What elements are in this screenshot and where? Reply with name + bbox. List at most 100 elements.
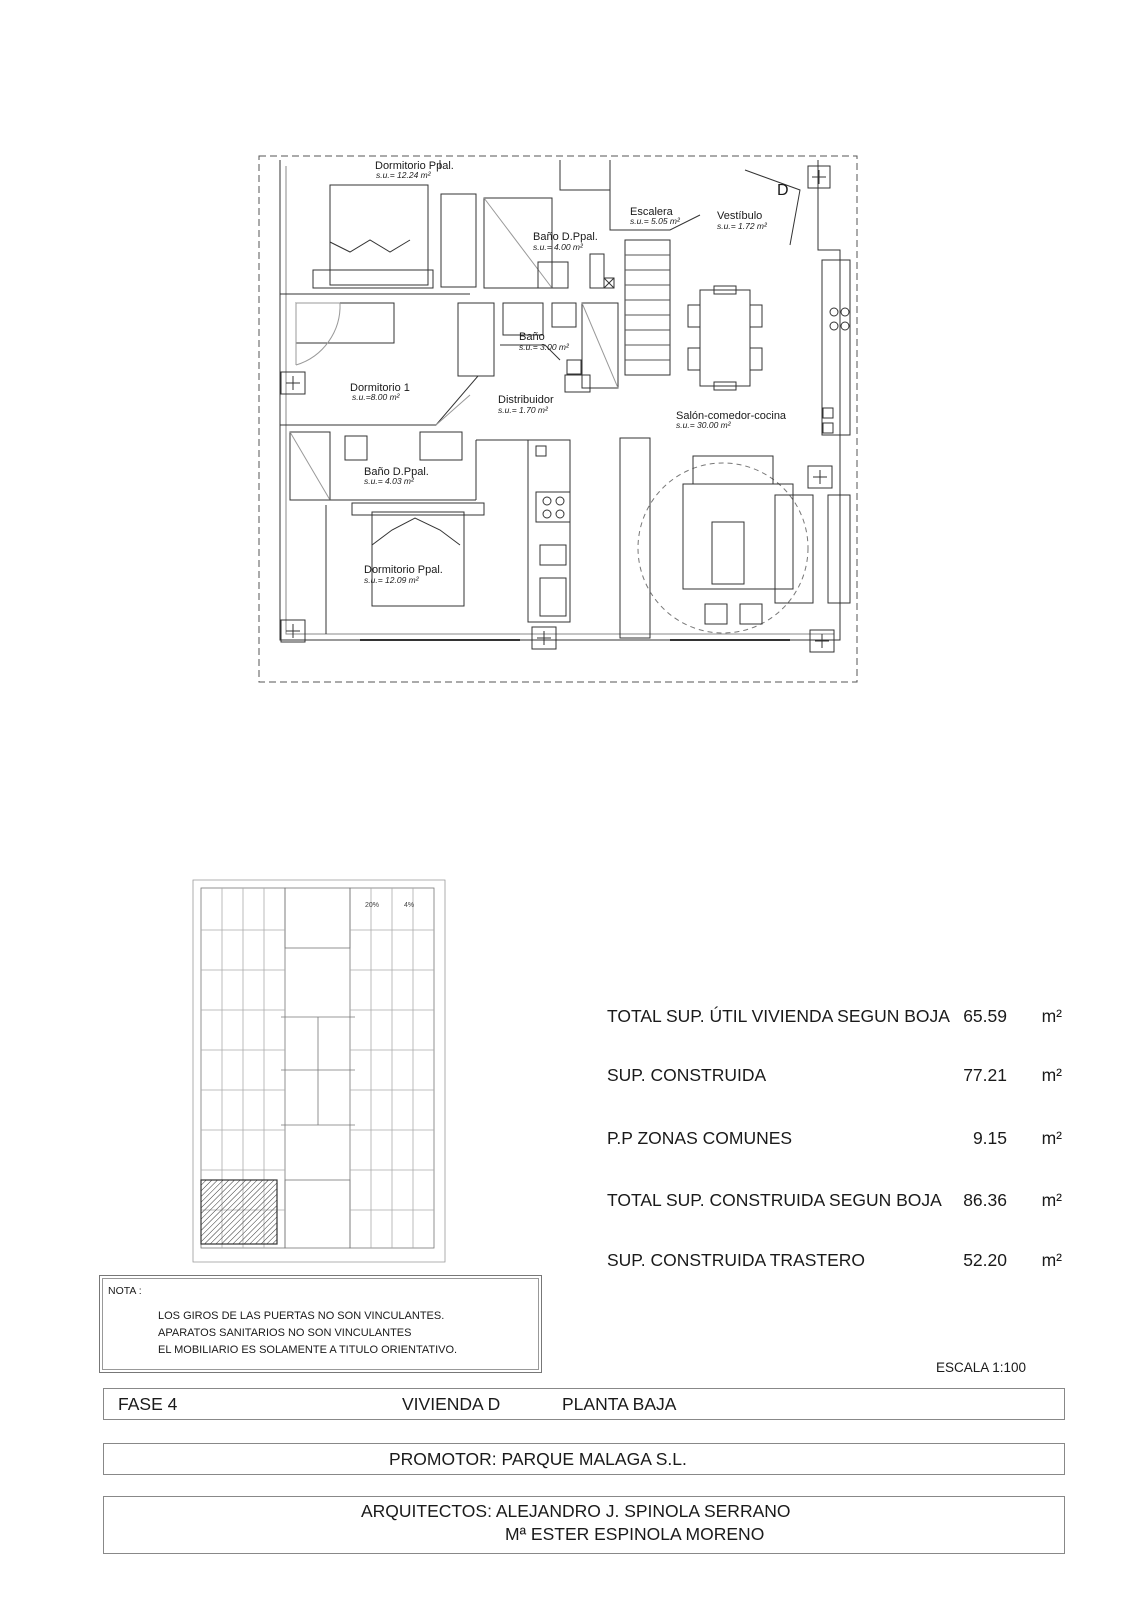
room-area: s.u.= 5.05 m² — [630, 216, 681, 226]
arquitectos-line-1: ARQUITECTOS: ALEJANDRO J. SPINOLA SERRAN… — [361, 1501, 791, 1521]
room-name: Baño — [519, 331, 545, 343]
area-label: TOTAL SUP. ÚTIL VIVIENDA SEGUN BOJA — [607, 1006, 950, 1026]
column-left — [280, 371, 306, 395]
block-south — [284, 1179, 351, 1249]
sink — [539, 544, 567, 566]
area-label: TOTAL SUP. CONSTRUIDA SEGUN BOJA — [607, 1190, 942, 1210]
pillows-top — [329, 239, 411, 253]
nota-line: LOS GIROS DE LAS PUERTAS NO SON VINCULAN… — [158, 1310, 445, 1322]
room-name: Dormitorio Ppal. — [364, 564, 443, 576]
key-plan-outline — [192, 879, 446, 1263]
rug — [637, 462, 809, 634]
area-unit: m² — [1041, 1006, 1062, 1026]
toilet-middle — [551, 302, 577, 328]
area-value: 65.59 — [963, 1006, 1007, 1026]
area-row-construida: SUP. CONSTRUIDA 77.21 m² — [607, 1065, 1062, 1089]
promotor-label: PROMOTOR: PARQUE MALAGA S.L. — [389, 1449, 687, 1469]
area-value: 52.20 — [963, 1250, 1007, 1270]
area-row-comunes: P.P ZONAS COMUNES 9.15 m² — [607, 1128, 1062, 1152]
nota-line: EL MOBILIARIO ES SOLAMENTE A TITULO ORIE… — [158, 1344, 458, 1356]
column-center — [531, 626, 557, 650]
column-bottom-left — [280, 619, 306, 643]
shower-middle — [581, 302, 619, 389]
area-row-util: TOTAL SUP. ÚTIL VIVIENDA SEGUN BOJA 65.5… — [607, 1006, 1062, 1030]
pillows-bottom — [371, 517, 461, 546]
dining-table — [699, 289, 751, 387]
partition-wall — [280, 375, 494, 426]
hob — [535, 491, 571, 523]
room-labels: D Dormitorio Ppal. s.u.= 12.24 m² Baño D… — [350, 160, 789, 585]
area-value: 86.36 — [963, 1190, 1007, 1210]
room-name: Distribuidor — [498, 394, 554, 406]
wall-salon-left — [619, 437, 651, 639]
toilet-top — [589, 253, 605, 289]
bed-top — [329, 184, 429, 286]
washbasin-top — [537, 261, 569, 289]
room-name: Dormitorio 1 — [350, 382, 410, 394]
wardrobe-top — [440, 193, 477, 288]
room-name: Vestíbulo — [717, 210, 762, 222]
plot-boundary — [258, 155, 858, 683]
bed-dormitorio-1 — [295, 302, 395, 344]
unit-letter: D — [777, 182, 789, 199]
stair-treads — [625, 254, 670, 361]
title-box-fase: FASE 4 VIVIENDA D PLANTA BAJA — [103, 1388, 1065, 1420]
stair — [624, 239, 671, 376]
pouf — [704, 603, 728, 625]
scale-label: ESCALA 1:100 — [936, 1360, 1027, 1375]
area-row-total-construida: TOTAL SUP. CONSTRUIDA SEGUN BOJA 86.36 m… — [607, 1190, 1062, 1214]
fase-label: FASE 4 — [118, 1394, 178, 1414]
coffee-table — [711, 521, 745, 585]
dining-chairs — [687, 285, 763, 391]
room-name: Escalera — [630, 206, 674, 218]
key-plan-units — [201, 888, 434, 1248]
kitchen-counter — [527, 439, 571, 623]
room-name: Baño D.Ppal. — [364, 466, 429, 478]
column-right — [807, 465, 833, 489]
column-entry — [807, 165, 831, 189]
area-label: SUP. CONSTRUIDA TRASTERO — [607, 1250, 866, 1270]
sofa-side — [774, 494, 814, 604]
room-area: s.u.= 12.09 m² — [364, 575, 420, 585]
wardrobe-dormitorio-1 — [457, 302, 495, 377]
pouf — [739, 603, 763, 625]
nota-box: NOTA : LOS GIROS DE LAS PUERTAS NO SON V… — [99, 1275, 542, 1373]
exterior-wall — [279, 160, 841, 641]
block-north — [284, 887, 351, 949]
shaft-top — [603, 277, 615, 289]
room-area: s.u.= 4.00 m² — [533, 242, 584, 252]
room-area: s.u.=8.00 m² — [352, 392, 401, 402]
terrace-bench — [827, 494, 851, 604]
room-area: s.u.= 1.70 m² — [498, 405, 549, 415]
room-area: s.u.= 3.00 m² — [519, 342, 570, 352]
room-area: s.u.= 12.24 m² — [376, 170, 432, 180]
area-label: SUP. CONSTRUIDA — [607, 1065, 767, 1085]
nota-line: APARATOS SANITARIOS NO SON VINCULANTES — [158, 1327, 412, 1339]
title-box-promotor: PROMOTOR: PARQUE MALAGA S.L. — [103, 1443, 1065, 1475]
stair-outline — [609, 190, 701, 231]
area-unit: m² — [1041, 1190, 1062, 1210]
area-unit: m² — [1041, 1250, 1062, 1270]
bed-headboard-top — [312, 269, 434, 289]
area-unit: m² — [1041, 1065, 1062, 1085]
toilet-bottom — [344, 435, 368, 461]
arquitectos-line-2: Mª ESTER ESPINOLA MORENO — [505, 1524, 765, 1544]
dishwasher — [539, 577, 567, 617]
room-area: s.u.= 1.72 m² — [717, 221, 768, 231]
room-name: Salón-comedor-cocina — [676, 410, 787, 422]
area-row-trastero: SUP. CONSTRUIDA TRASTERO 52.20 m² — [607, 1250, 1062, 1274]
highlighted-unit — [200, 1179, 278, 1245]
wall-segment — [439, 160, 611, 191]
room-area: s.u.= 4.03 m² — [364, 476, 415, 486]
planta-label: PLANTA BAJA — [562, 1394, 677, 1414]
bed-bottom — [371, 511, 465, 607]
nota-title: NOTA : — [108, 1285, 142, 1297]
area-label: P.P ZONAS COMUNES — [607, 1128, 793, 1148]
exterior-wall-inner — [285, 166, 834, 635]
room-area: s.u.= 30.00 m² — [676, 420, 732, 430]
entrance-door — [744, 169, 801, 246]
washbasin-middle — [502, 302, 544, 336]
shower-top — [483, 197, 553, 289]
area-value: 9.15 — [972, 1128, 1007, 1148]
